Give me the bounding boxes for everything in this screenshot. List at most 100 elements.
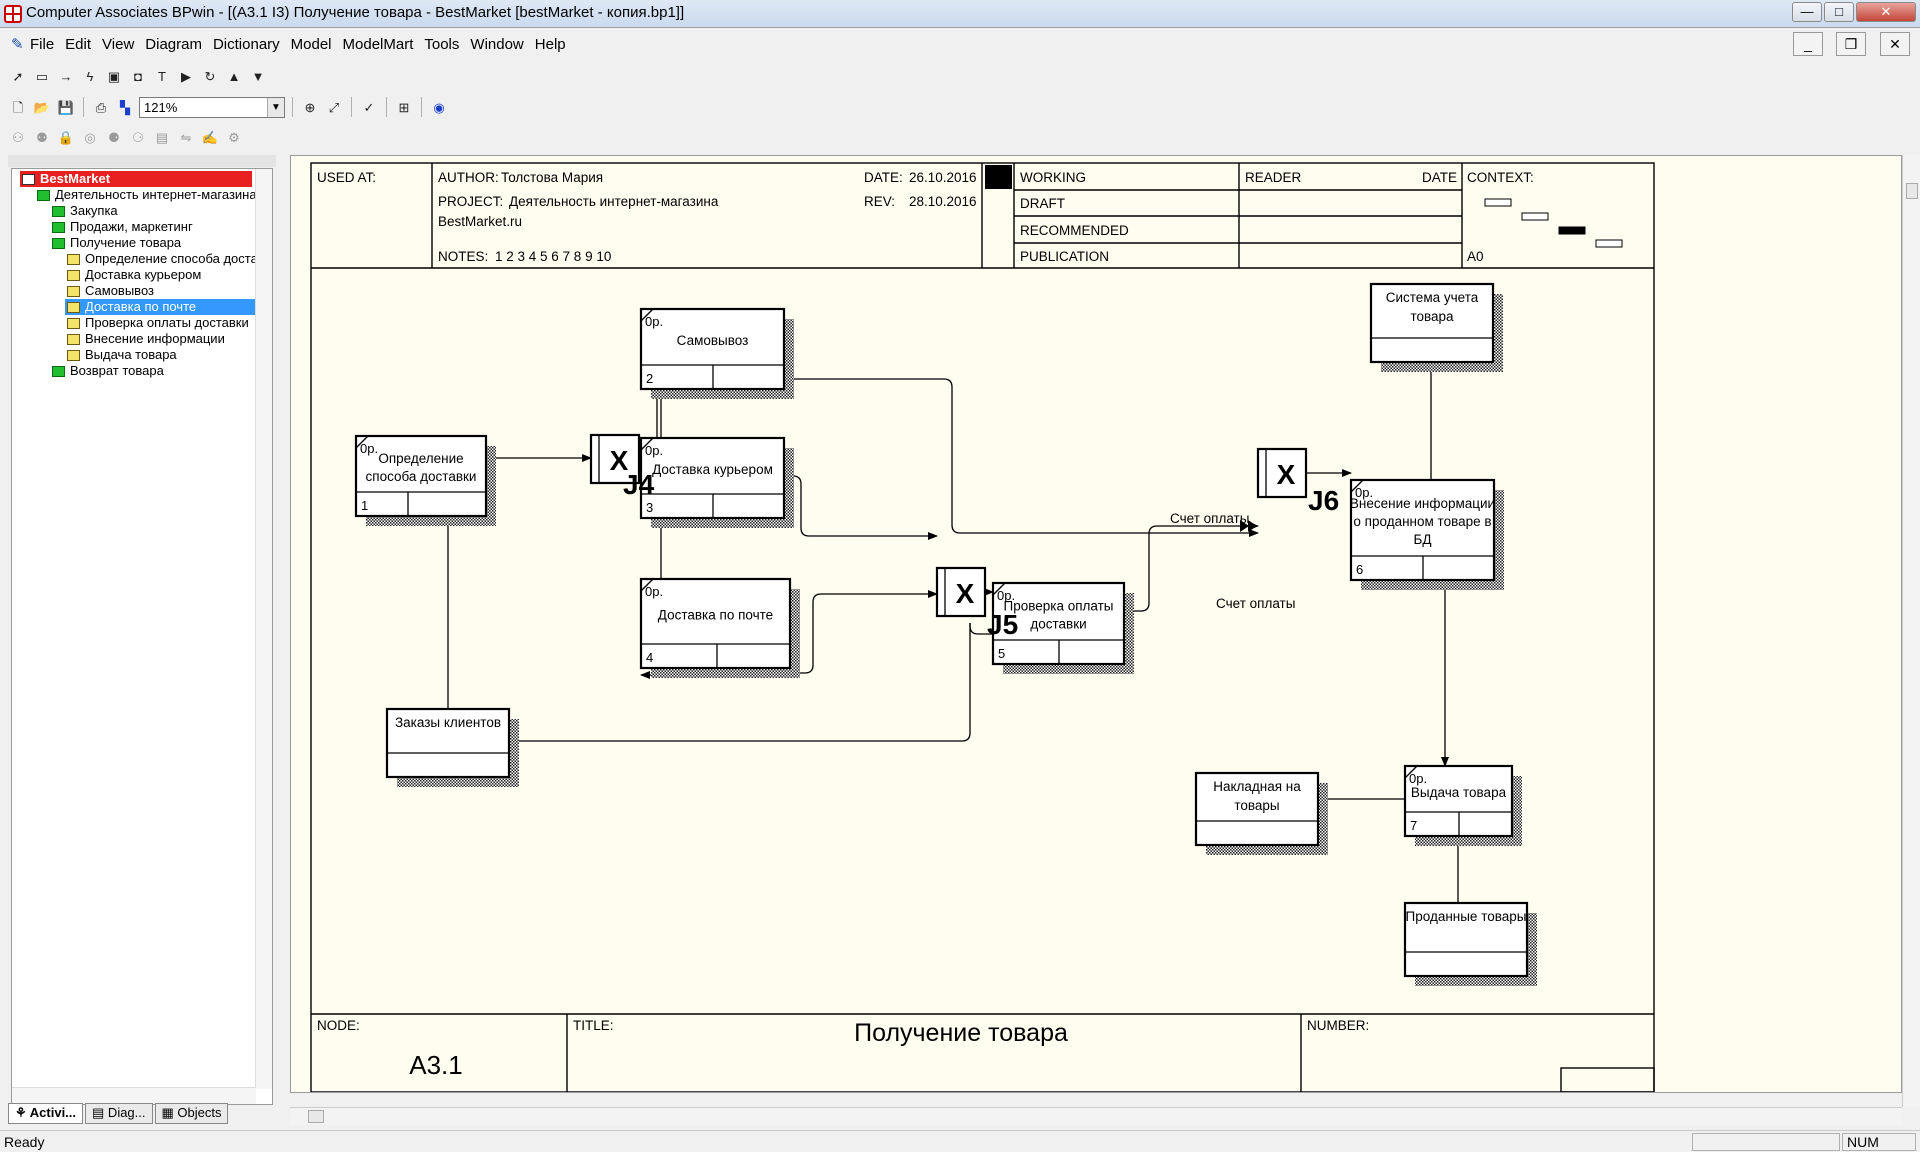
sibling-up-icon[interactable]: ▲ — [227, 69, 241, 84]
junction-j5[interactable]: XJ5 — [935, 566, 1018, 640]
diagram-window[interactable]: USED AT: AUTHOR: Толстова Мария PROJECT:… — [290, 155, 1902, 1093]
tree-item[interactable]: Получение товара — [50, 235, 181, 251]
text-tool-icon[interactable]: T — [158, 69, 166, 84]
connector-arrow[interactable] — [784, 475, 938, 540]
mm-merge-icon[interactable]: ⇋ — [180, 130, 192, 145]
menu-tools[interactable]: Tools — [424, 36, 460, 53]
model-mart-icon[interactable]: ◉ — [433, 100, 445, 115]
referent-box[interactable]: Заказы клиентов — [385, 707, 519, 787]
tree-vertical-scrollbar[interactable] — [255, 169, 272, 1089]
referent-box[interactable]: Проданные товары — [1403, 901, 1537, 986]
squiggle-tool-icon[interactable]: ϟ — [86, 69, 94, 84]
connector-arrow[interactable] — [509, 623, 971, 742]
tree-item[interactable]: Доставка по почте — [65, 299, 272, 315]
leaf-activity-icon — [67, 286, 80, 297]
connector-arrow[interactable] — [790, 590, 938, 674]
new-file-icon[interactable]: 🗋 — [12, 100, 24, 115]
junction-j4[interactable]: XJ4 — [589, 433, 655, 500]
menu-window[interactable]: Window — [470, 36, 524, 53]
activity-cost: 0р. — [1355, 485, 1373, 500]
tree-item[interactable]: Внесение информации — [65, 331, 225, 347]
zoom-in-icon[interactable]: ⊕ — [304, 100, 316, 115]
color-palette-icon[interactable]: ▚ — [120, 100, 130, 115]
go-to-child-icon[interactable]: ▶ — [181, 69, 191, 84]
menu-view[interactable]: View — [102, 36, 135, 53]
sibling-down-icon[interactable]: ▼ — [251, 69, 265, 84]
menu-edit[interactable]: Edit — [65, 36, 92, 53]
print-icon[interactable]: ⎙ — [95, 100, 107, 115]
mm-lock-icon[interactable]: 🔒 — [57, 130, 75, 145]
mdi-restore-button[interactable]: ❐ — [1836, 32, 1866, 56]
connector-arrow[interactable] — [1124, 522, 1259, 612]
mm-group-icon[interactable]: ⚆ — [132, 130, 144, 145]
hscroll-thumb[interactable] — [308, 1110, 324, 1123]
referent-tool-icon[interactable]: ▣ — [107, 69, 121, 84]
connector-arrow[interactable] — [784, 378, 1259, 537]
spell-check-icon[interactable]: ✓ — [363, 100, 375, 115]
pointer-tool-icon[interactable]: ➚ — [12, 69, 24, 84]
mm-settings-icon[interactable]: ⚙ — [228, 130, 240, 145]
tree-item[interactable]: Выдача товара — [65, 347, 177, 363]
tree-item[interactable]: Деятельность интернет-магазина — [35, 187, 257, 203]
mdi-close-button[interactable]: ✕ — [1880, 32, 1910, 56]
diagram-vertical-scrollbar[interactable] — [1902, 155, 1920, 1107]
activity-box-tool-icon[interactable]: ▭ — [35, 69, 49, 84]
menu-dictionary[interactable]: Dictionary — [212, 36, 280, 53]
mm-disconnect-icon[interactable]: ⚉ — [36, 130, 48, 145]
model-explorer-icon[interactable]: ⊞ — [398, 100, 410, 115]
tree-item[interactable]: Возврат товара — [50, 363, 164, 379]
menu-model[interactable]: Model — [290, 36, 332, 53]
mdi-minimize-button[interactable]: _ — [1793, 32, 1823, 56]
junction-j6[interactable]: XJ6 — [1256, 447, 1339, 516]
leaf-activity-icon — [67, 302, 80, 313]
maximize-window-button[interactable]: □ — [1824, 2, 1854, 22]
close-window-button[interactable]: ✕ — [1856, 2, 1916, 22]
tree-horizontal-scrollbar[interactable] — [12, 1087, 256, 1104]
tree-item[interactable]: Доставка курьером — [65, 267, 201, 283]
menu-modelmart[interactable]: ModelMart — [342, 36, 414, 53]
connector-arrow[interactable] — [969, 623, 993, 635]
idef0-diagram[interactable]: USED AT: AUTHOR: Толстова Мария PROJECT:… — [291, 156, 1902, 1093]
tree-item[interactable]: Самовывоз — [65, 283, 154, 299]
save-file-icon[interactable]: 💾 — [57, 100, 75, 115]
zoom-select[interactable]: 121%▼ — [139, 96, 285, 118]
document-icon: ✎ — [11, 36, 24, 53]
menu-file[interactable]: File — [30, 36, 55, 53]
junction-label: J5 — [987, 609, 1018, 640]
menu-help[interactable]: Help — [534, 36, 566, 53]
vscroll-thumb[interactable] — [1906, 183, 1918, 199]
tree-item[interactable]: Проверка оплаты доставки — [65, 315, 249, 331]
tree-item[interactable]: Закупка — [50, 203, 118, 219]
mm-user-icon[interactable]: ⚈ — [108, 130, 120, 145]
minimize-window-button[interactable]: — — [1792, 2, 1822, 22]
arrow-tool-icon[interactable]: → — [59, 69, 73, 84]
explorer-tab[interactable]: ▤ Diag... — [85, 1103, 153, 1124]
ref-box-tool-icon[interactable]: ◘ — [134, 69, 142, 84]
open-file-icon[interactable]: 📂 — [33, 100, 51, 115]
tree-item[interactable]: Определение способа доставки — [65, 251, 272, 267]
mm-check-icon[interactable]: ◎ — [84, 130, 96, 145]
mm-report-icon[interactable]: ✍ — [201, 130, 219, 145]
mm-library-icon[interactable]: ▤ — [155, 130, 169, 145]
menu-diagram[interactable]: Diagram — [145, 36, 202, 53]
tree-item[interactable]: BestMarket — [20, 171, 252, 187]
mm-connect-icon[interactable]: ⚇ — [12, 130, 24, 145]
date-value: 26.10.2016 — [909, 170, 977, 185]
diagram-horizontal-scrollbar[interactable] — [290, 1107, 1902, 1125]
zoom-fit-icon[interactable]: ⤢ — [328, 100, 340, 115]
go-to-parent-icon[interactable]: ↻ — [204, 69, 216, 84]
zoom-dropdown-icon[interactable]: ▼ — [267, 97, 284, 117]
explorer-tab[interactable]: ▦ Objects — [154, 1103, 229, 1124]
tree-item[interactable]: Продажи, маркетинг — [50, 219, 193, 235]
explorer-tab[interactable]: ⚘ Activi... — [8, 1103, 84, 1124]
